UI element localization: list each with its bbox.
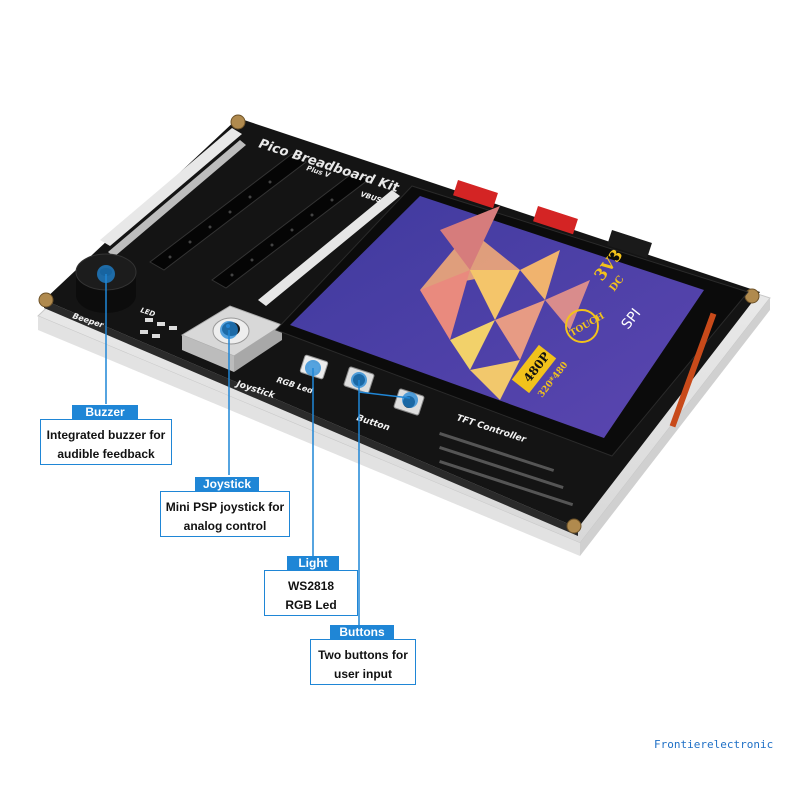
tft-controller-pins <box>439 431 574 507</box>
standoff-screw <box>566 518 582 534</box>
callout-buttons-title: Buttons <box>330 625 394 640</box>
standoff-screw <box>38 292 54 308</box>
callout-buzzer-box: Integrated buzzer for audible feedback <box>40 419 172 465</box>
top-pin-headers <box>453 179 652 259</box>
callout-light-box: WS2818 RGB Led <box>264 570 358 616</box>
callout-joystick-title: Joystick <box>195 477 259 492</box>
watermark: Frontierelectronic <box>654 738 774 751</box>
callout-buttons-box: Two buttons for user input <box>310 639 416 685</box>
callout-joystick-box: Mini PSP joystick for analog control <box>160 491 290 537</box>
callout-dots <box>97 265 418 408</box>
tft-display <box>290 196 704 438</box>
callout-joystick-line1: Mini PSP joystick for <box>165 500 285 514</box>
led-cluster <box>140 318 177 338</box>
callout-light-line2: RGB Led <box>285 598 337 612</box>
callout-leaders <box>105 274 411 626</box>
standoff-screw <box>744 288 760 304</box>
display-artwork <box>420 206 590 400</box>
middle-pin-header <box>258 190 400 306</box>
callout-buttons-line2: user input <box>333 667 392 681</box>
callout-buzzer-line1: Integrated buzzer for <box>46 428 166 442</box>
callout-joystick-line2: analog control <box>183 519 267 533</box>
callout-light-title: Light <box>287 556 339 571</box>
left-pin-header <box>100 128 246 257</box>
standoff-screw <box>230 114 246 130</box>
callout-buzzer-title: Buzzer <box>72 405 138 420</box>
callout-buzzer-line2: audible feedback <box>57 447 155 461</box>
socket-pins <box>168 180 334 277</box>
callout-buttons-line1: Two buttons for <box>318 648 408 662</box>
callout-light-line1: WS2818 <box>287 579 335 593</box>
side-connector <box>669 312 717 428</box>
